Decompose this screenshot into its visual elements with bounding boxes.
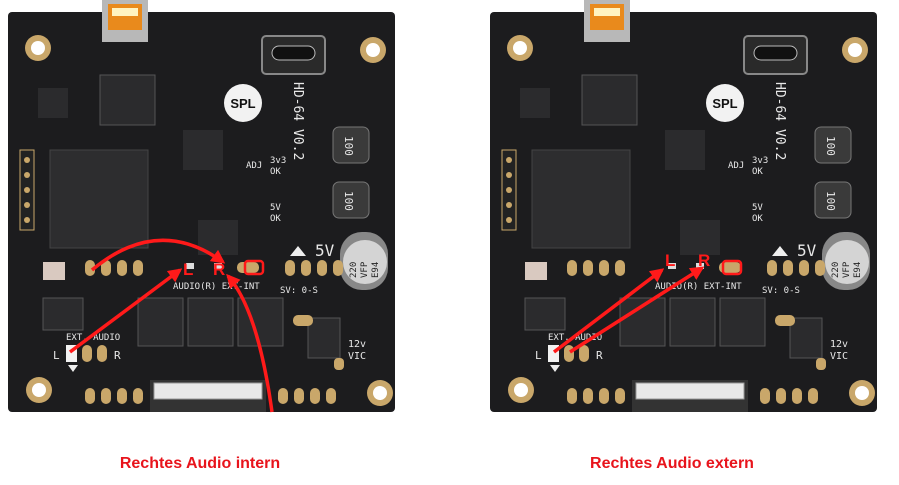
3v3-label: 3v3: [752, 156, 768, 166]
ext-audio-l-label: L: [535, 349, 542, 362]
mini-usb-connector: [102, 0, 148, 42]
mini-usb-connector: [584, 0, 630, 42]
annotation-overlay: L R: [68, 238, 274, 413]
soic-chips: [42, 297, 341, 359]
side-header: [501, 149, 517, 231]
cap-label: VFP: [360, 261, 370, 278]
5v-big-label: 5V: [315, 241, 335, 260]
usb-c-connector: [743, 35, 808, 75]
pin1-marker: [772, 246, 788, 256]
spl-logo: [224, 84, 262, 122]
crystal: [525, 262, 547, 280]
arrow-ext-l-to-l: [552, 268, 665, 354]
arrow-pin-to-r: [90, 238, 226, 272]
ribbon-connector: [632, 380, 748, 412]
usb-c-connector: [261, 35, 326, 75]
inductor-label: 100: [342, 136, 355, 156]
adj-label: ADJ: [246, 161, 262, 171]
cap-label: E94: [371, 262, 381, 278]
cap-label: 220: [831, 262, 841, 278]
inductor-label: 100: [824, 191, 837, 211]
ok-label: OK: [270, 214, 281, 224]
ok-label: OK: [752, 167, 763, 177]
ok-label: OK: [752, 214, 763, 224]
cap-label: 220: [349, 262, 359, 278]
ribbon-connector: [150, 380, 266, 412]
annotation-l: L: [183, 260, 193, 279]
audio-jumper: [668, 262, 741, 273]
5v-label: 5V: [752, 203, 763, 213]
main-processor-chip: [531, 149, 631, 249]
arrow-pad-to-r: [226, 273, 274, 413]
audio-jumper-label: AUDIO(R) EXT-INT: [173, 282, 260, 292]
pcb-board: SPL HD-64 V0.2 100 100 ADJ 3v3 OK 5V OK …: [490, 0, 877, 412]
chip: [183, 130, 223, 170]
inductor-label: 100: [342, 191, 355, 211]
header-pads: [66, 260, 344, 404]
spl-logo-text: SPL: [230, 96, 255, 111]
caption-extern: Rechtes Audio extern: [590, 455, 754, 472]
annotation-overlay: L R: [552, 251, 743, 354]
3v3-label: 3v3: [270, 156, 286, 166]
audio-jumper: [186, 262, 259, 273]
annotation-r: R: [213, 260, 225, 279]
cap-label: E94: [853, 262, 863, 278]
12v-label: 12v: [830, 339, 848, 350]
soic-chips: [524, 297, 823, 359]
sv-label: SV: 0-S: [280, 286, 318, 296]
5v-label: 5V: [270, 203, 281, 213]
spl-logo-text: SPL: [712, 96, 737, 111]
inductor-label: 100: [824, 136, 837, 156]
inductors: [332, 126, 370, 219]
vic-label: VIC: [348, 351, 366, 362]
sv-label: SV: 0-S: [762, 286, 800, 296]
pcb-board: SPL HD-64 V0.2 100 100 ADJ 3v3 OK 5V OK …: [8, 0, 395, 412]
qfp-chip: [99, 74, 156, 126]
pin1-marker: [68, 365, 78, 372]
main-processor-chip: [49, 149, 149, 249]
ext-audio-label: EXT. AUDIO: [66, 333, 120, 343]
spl-logo: [706, 84, 744, 122]
12v-label: 12v: [348, 339, 366, 350]
caption-intern: Rechtes Audio intern: [119, 455, 281, 472]
ok-label: OK: [270, 167, 281, 177]
header-pads: [548, 260, 826, 404]
side-header: [19, 149, 35, 231]
pcb-photo-intern: SPL HD-64 V0.2 100 100 ADJ 3v3 OK 5V OK …: [8, 0, 408, 420]
ext-audio-r-label: R: [114, 349, 121, 362]
chip: [38, 88, 68, 118]
mounting-hole-centers: [513, 41, 869, 400]
vic-label: VIC: [830, 351, 848, 362]
electrolytic-capacitor: [822, 232, 870, 290]
adj-label: ADJ: [728, 161, 744, 171]
crystal: [43, 262, 65, 280]
electrolytic-capacitor: [340, 232, 388, 290]
ext-audio-r-label: R: [596, 349, 603, 362]
cap-label: VFP: [842, 261, 852, 278]
jumper-highlight-box: [243, 259, 265, 276]
annotation-l: L: [665, 251, 675, 270]
pin1-marker: [550, 365, 560, 372]
chip: [520, 88, 550, 118]
pin1-marker: [290, 246, 306, 256]
chip: [665, 130, 705, 170]
chip: [680, 220, 720, 255]
inductors: [814, 126, 852, 219]
ext-audio-l-label: L: [53, 349, 60, 362]
arrow-ext-r-to-r: [569, 266, 705, 354]
arrow-ext-l-to-l: [68, 268, 183, 354]
audio-jumper-label: AUDIO(R) EXT-INT: [655, 282, 742, 292]
annotation-r: R: [698, 251, 710, 270]
qfp-chip: [581, 74, 638, 126]
pcb-photo-extern: SPL HD-64 V0.2 100 100 ADJ 3v3 OK 5V OK …: [490, 0, 890, 420]
5v-big-label: 5V: [797, 241, 817, 260]
jumper-highlight-box: [721, 259, 743, 276]
mounting-hole-centers: [31, 41, 387, 400]
model-label: HD-64 V0.2: [772, 82, 787, 160]
model-label: HD-64 V0.2: [290, 82, 305, 160]
